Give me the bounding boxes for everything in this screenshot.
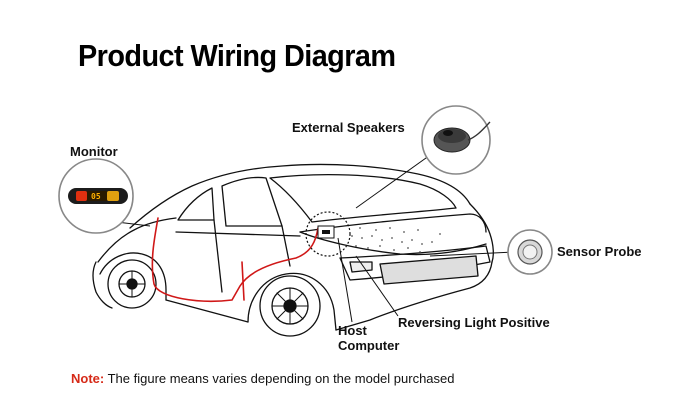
host-computer-label: Host Computer [338, 323, 399, 353]
footnote: Note: The figure means varies depending … [71, 371, 454, 386]
external-speakers-label: External Speakers [292, 120, 405, 135]
sensor-beam [351, 227, 441, 253]
page-title: Product Wiring Diagram [78, 38, 396, 73]
note-text: The figure means varies depending on the… [104, 371, 455, 386]
wiring-harness [151, 217, 319, 303]
host-computer-label-line2: Computer [338, 338, 400, 353]
monitor-icon: 05 [58, 158, 134, 234]
host-computer-icon [305, 211, 351, 257]
speaker-icon [421, 105, 491, 175]
car-illustration [92, 163, 494, 337]
monitor-label: Monitor [70, 144, 118, 159]
monitor-display: 05 [91, 192, 101, 201]
sensor-probe-icon [507, 229, 553, 275]
host-computer-label-line1: Host [338, 323, 367, 338]
reversing-light-positive-label: Reversing Light Positive [398, 315, 550, 330]
sensor-probe-label: Sensor Probe [557, 244, 642, 259]
note-label: Note: [71, 371, 105, 386]
